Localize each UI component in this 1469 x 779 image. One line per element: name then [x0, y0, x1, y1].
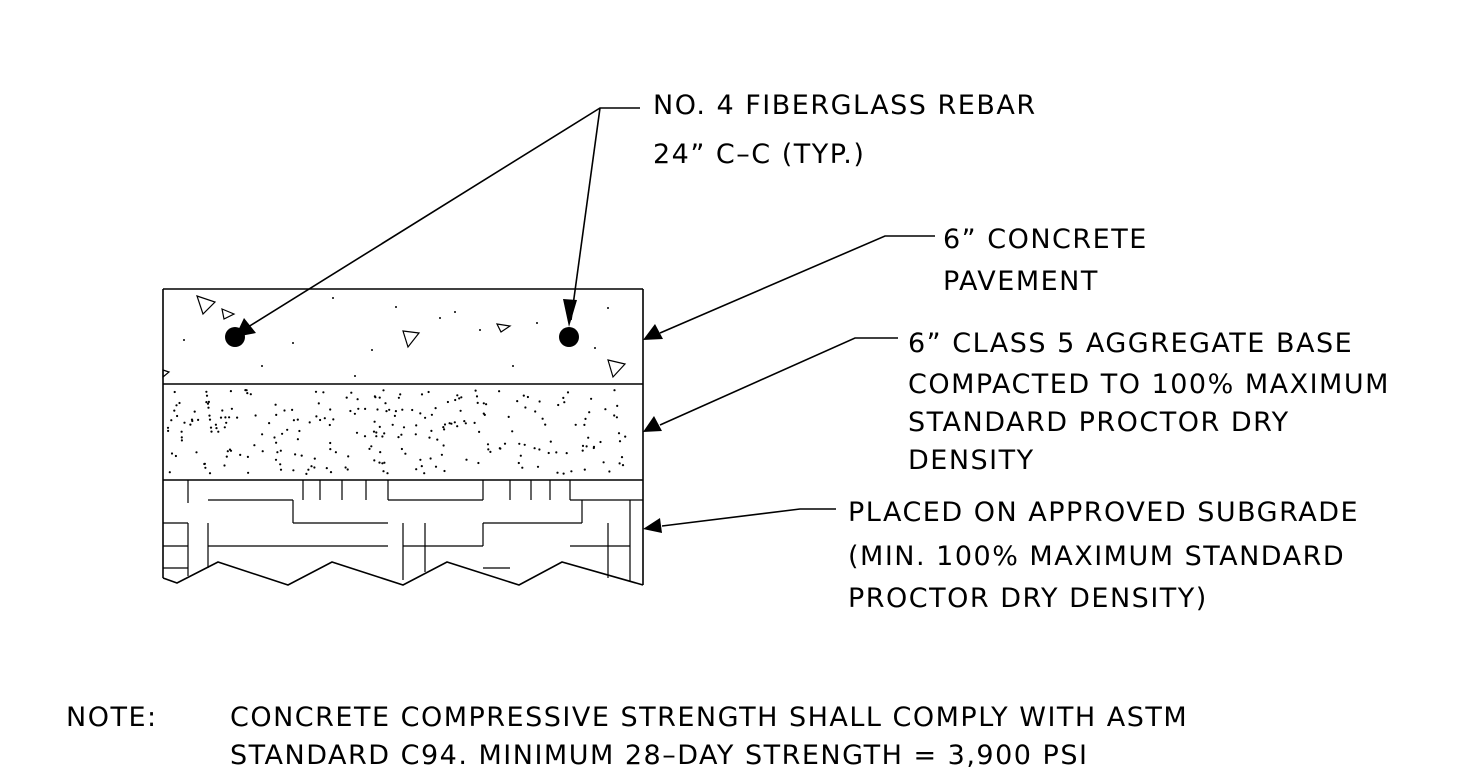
rebar-callout-line2: 24” C–C (TYP.)	[653, 139, 865, 170]
break-line	[162, 561, 644, 586]
note-line2: STANDARD C94. MINIMUM 28–DAY STRENGTH = …	[230, 740, 1088, 771]
aggregate-callout-line2: COMPACTED TO 100% MAXIMUM	[908, 369, 1390, 400]
rebar-right	[559, 327, 579, 347]
aggregate-callout: 6” CLASS 5 AGGREGATE BASE COMPACTED TO 1…	[908, 328, 1390, 476]
concrete-callout-line2: PAVEMENT	[943, 266, 1099, 297]
concrete-callout: 6” CONCRETE PAVEMENT	[943, 224, 1148, 297]
aggregate-callout-line3: STANDARD PROCTOR DRY	[908, 407, 1290, 438]
subgrade-callout: PLACED ON APPROVED SUBGRADE (MIN. 100% M…	[848, 497, 1359, 614]
section-outline	[162, 288, 644, 586]
rebar-callout-line1: NO. 4 FIBERGLASS REBAR	[653, 90, 1037, 121]
concrete-callout-line1: 6” CONCRETE	[943, 224, 1148, 255]
concrete-leader	[643, 235, 935, 340]
general-note: NOTE: CONCRETE COMPRESSIVE STRENGTH SHAL…	[66, 702, 1188, 771]
note-label: NOTE:	[66, 702, 158, 733]
subgrade-callout-line3: PROCTOR DRY DENSITY)	[848, 583, 1208, 614]
subgrade-callout-line1: PLACED ON APPROVED SUBGRADE	[848, 497, 1359, 528]
rebar-leader	[235, 107, 640, 337]
subgrade-callout-line2: (MIN. 100% MAXIMUM STANDARD	[848, 541, 1345, 572]
note-line1: CONCRETE COMPRESSIVE STRENGTH SHALL COMP…	[230, 702, 1188, 733]
subgrade-layer	[163, 480, 643, 581]
aggregate-leader	[643, 337, 898, 432]
aggregate-base-layer	[166, 389, 627, 475]
aggregate-callout-line4: DENSITY	[908, 445, 1035, 476]
subgrade-leader	[643, 508, 836, 533]
concrete-layer	[162, 295, 627, 379]
rebar-callout: NO. 4 FIBERGLASS REBAR 24” C–C (TYP.)	[653, 90, 1037, 170]
aggregate-callout-line1: 6” CLASS 5 AGGREGATE BASE	[908, 328, 1353, 359]
